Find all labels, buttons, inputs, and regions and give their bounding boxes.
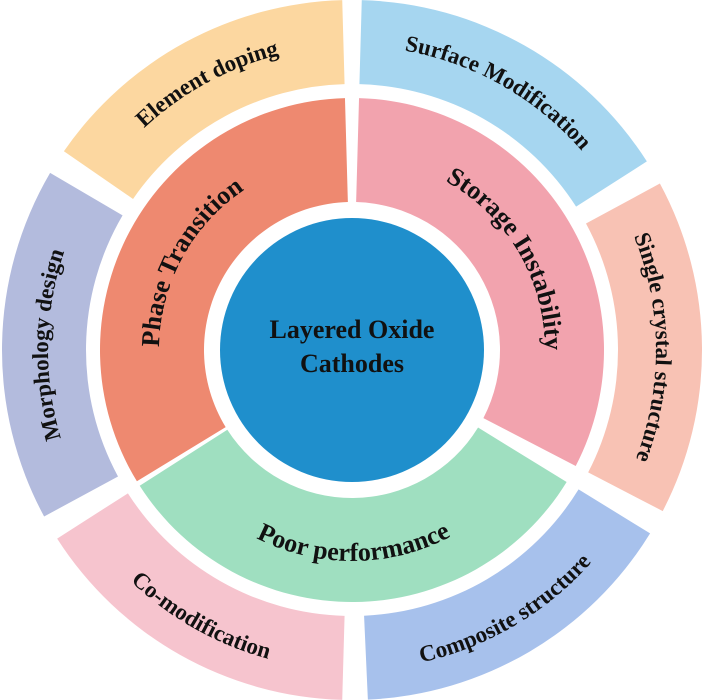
- outer-segment-morphology-design: [2, 172, 123, 517]
- center-title-line2: Cathodes: [300, 349, 404, 378]
- inner-ring: [99, 98, 605, 603]
- outer-segment-surface-modification: [359, 0, 647, 207]
- center-circle: [220, 218, 484, 482]
- inner-segment-poor-performance: [139, 427, 567, 603]
- outer-segment-single-crystal-structure: [585, 183, 702, 512]
- center-title-line1: Layered Oxide: [270, 315, 435, 344]
- inner-segment-storage-instability: [356, 98, 605, 466]
- outer-segment-co-modification: [57, 493, 345, 700]
- outer-segment-composite-structure: [364, 489, 651, 700]
- outer-segment-element-doping: [63, 0, 345, 199]
- inner-segment-phase-transition: [99, 98, 348, 482]
